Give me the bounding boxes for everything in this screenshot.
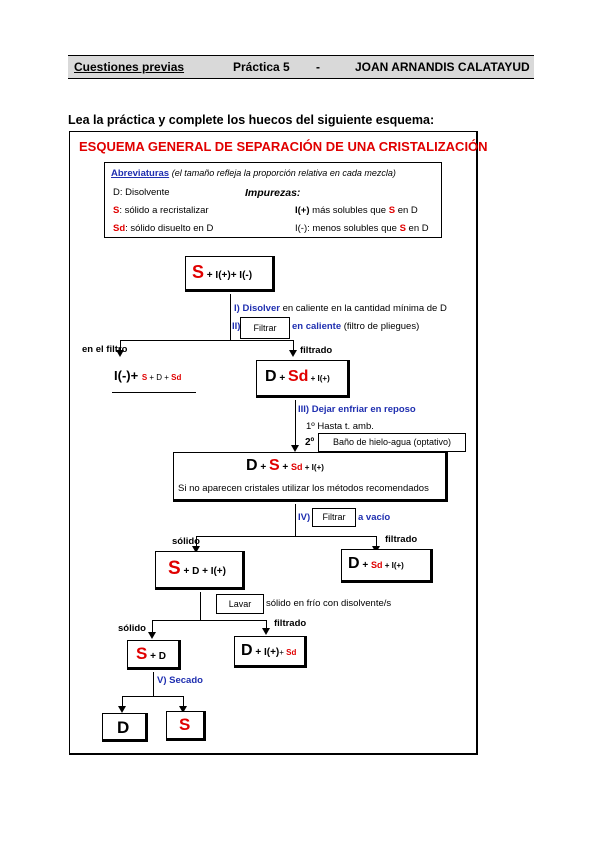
washed-solid-box: S + D bbox=[127, 640, 181, 670]
step1-text: I) Disolver en caliente en la cantidad m… bbox=[234, 303, 447, 314]
solid-box: S + D + I(+) bbox=[155, 551, 245, 590]
branch2-left-label: sólido bbox=[172, 536, 200, 547]
header-author: JOAN ARNANDIS CALATAYUD bbox=[355, 60, 530, 74]
step3-title: III) Dejar enfriar en reposo bbox=[298, 404, 416, 415]
legend-sd: Sd: sólido disuelto en D bbox=[113, 223, 214, 234]
crystallization-box: D + S + Sd + I(+) Si no aparecen cristal… bbox=[173, 452, 448, 502]
wash-fill-box[interactable]: Lavar bbox=[216, 594, 264, 614]
crystallization-note: Si no aparecen cristales utilizar los mé… bbox=[178, 483, 429, 494]
step3-line2: 2º bbox=[305, 437, 315, 448]
step4-fill-box[interactable]: Filtrar bbox=[312, 508, 356, 527]
step4-num: IV) bbox=[298, 512, 311, 523]
legend-abbr-note: (el tamaño refleja la proporción relativ… bbox=[171, 168, 396, 178]
branch1-right-label: filtrado bbox=[300, 345, 333, 356]
step4-word: a vacío bbox=[358, 512, 391, 523]
legend-iminus: I(-): menos solubles que S en D bbox=[295, 223, 429, 234]
branch1-left-label: en el filtro bbox=[82, 344, 128, 355]
branch3-left-label: sólido bbox=[118, 623, 146, 634]
wash-text: sólido en frío con disolvente/s bbox=[266, 598, 392, 609]
header-title: Cuestiones previas bbox=[74, 60, 185, 74]
header-bar: Cuestiones previas Práctica 5 - JOAN ARN… bbox=[68, 55, 534, 79]
step2-text: II) bbox=[232, 321, 241, 332]
step3-line1: 1º Hasta t. amb. bbox=[306, 421, 374, 432]
step5-title: V) Secado bbox=[157, 675, 203, 686]
filtrate-box: D + Sd + I(+) bbox=[341, 549, 433, 583]
legend-abbr-title: Abreviaturas bbox=[111, 168, 170, 179]
branch3-right-label: filtrado bbox=[274, 618, 307, 629]
step2-fill-box[interactable]: Filtrar bbox=[240, 317, 290, 339]
header-practice: Práctica 5 bbox=[233, 60, 290, 74]
intro-text: Lea la práctica y complete los huecos de… bbox=[68, 113, 435, 127]
step2-rest: en caliente (filtro de pliegues) bbox=[292, 321, 420, 332]
top-mixture-box: S + I(+)+ I(-) bbox=[185, 256, 275, 292]
header-dash: - bbox=[316, 60, 320, 74]
legend-d: D: Disolvente bbox=[113, 187, 170, 198]
final-s-box: S bbox=[166, 711, 206, 741]
left-result: I(-)+ S + D + Sd bbox=[114, 368, 182, 383]
legend-box: Abreviaturas (el tamaño refleja la propo… bbox=[104, 162, 442, 238]
step3-fill-box[interactable]: Baño de hielo-agua (optativo) bbox=[318, 433, 466, 452]
legend-s: S: sólido a recristalizar bbox=[113, 205, 209, 216]
legend-iplus: I(+) más solubles que S en D bbox=[295, 205, 418, 216]
wash-filtrate-box: D + I(+)+ Sd bbox=[234, 636, 307, 668]
panel-title: ESQUEMA GENERAL DE SEPARACIÓN DE UNA CRI… bbox=[79, 139, 488, 154]
scheme-panel bbox=[69, 131, 478, 755]
dissolved-box: D + Sd + I(+) bbox=[256, 360, 350, 398]
final-d-box: D bbox=[102, 713, 148, 742]
branch2-right-label: filtrado bbox=[385, 534, 418, 545]
legend-imp-title: Impurezas: bbox=[245, 187, 301, 199]
